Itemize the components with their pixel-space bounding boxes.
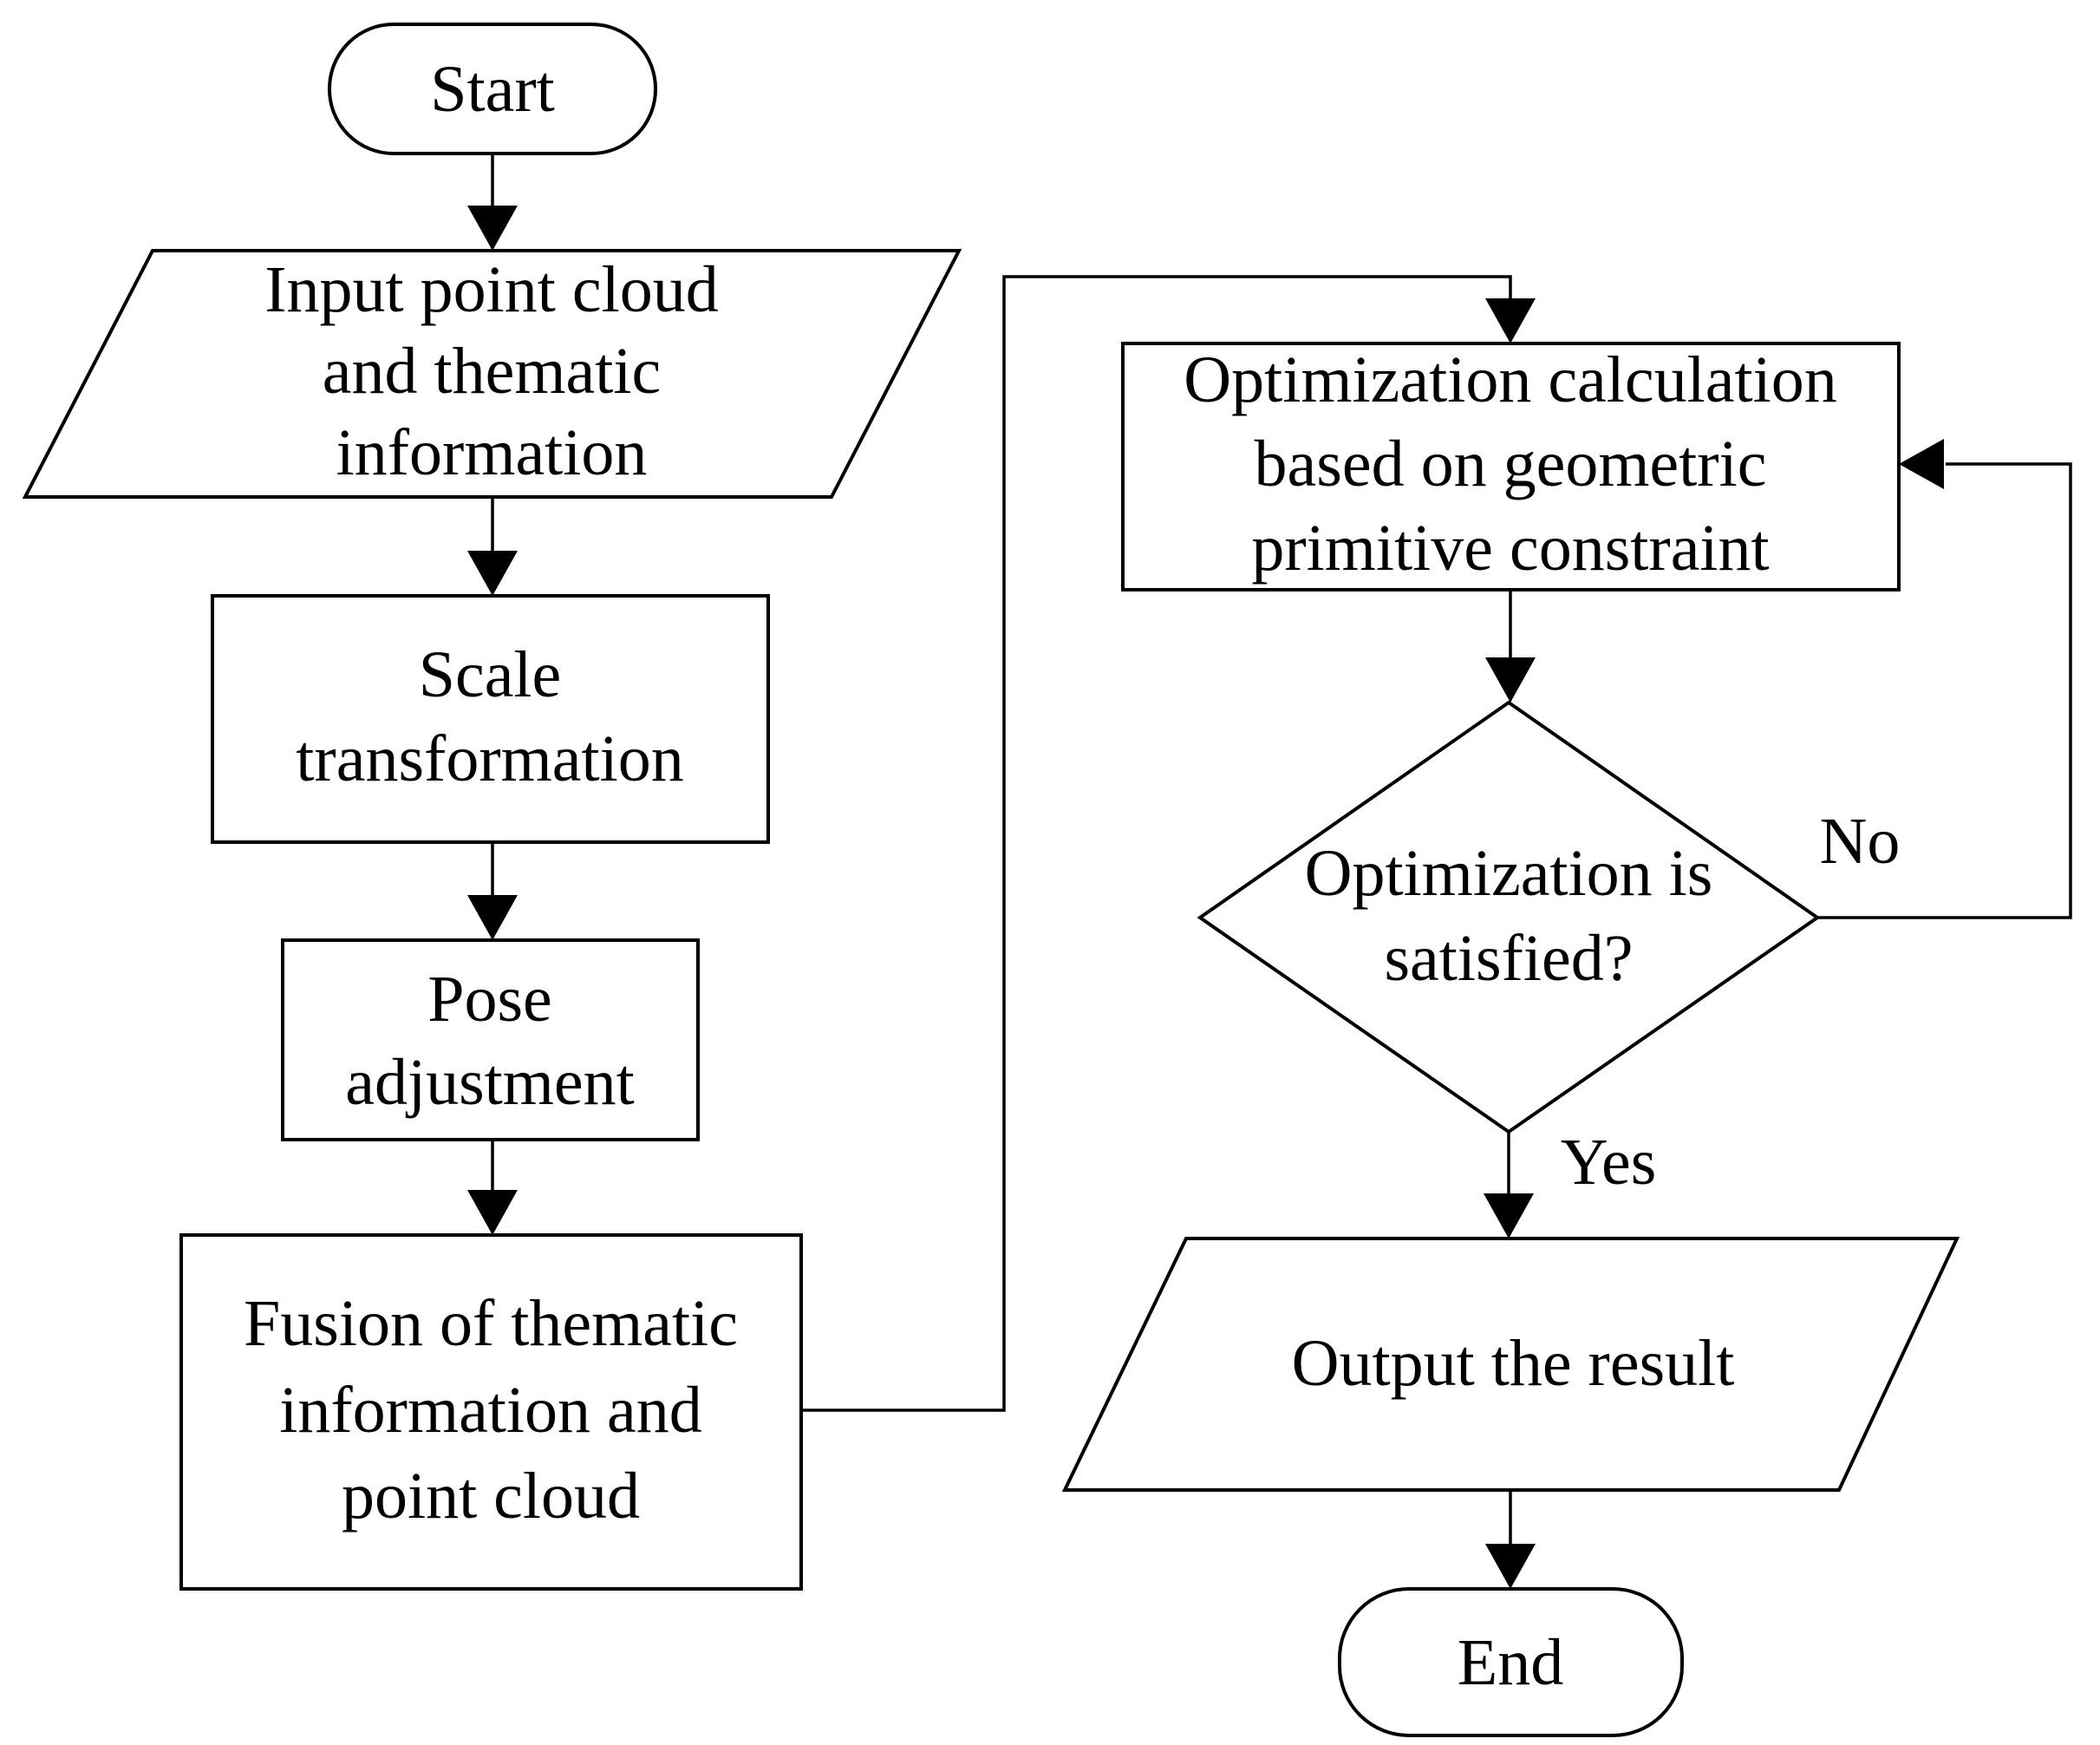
edges: [491, 154, 2072, 1547]
decision-label-line1: Optimization is: [1305, 837, 1713, 910]
decision-node: [1197, 700, 1821, 1134]
optimization-label-line2: based on geometric: [1255, 428, 1767, 500]
arrow-down-icon: [467, 895, 518, 940]
fusion-label-line2: information and: [279, 1374, 702, 1447]
scale-node: [211, 594, 770, 844]
scale-label-line1: Scale: [419, 638, 562, 711]
fusion-node: [179, 1233, 803, 1591]
arrow-down-icon: [467, 551, 518, 596]
start-label: Start: [430, 53, 555, 126]
edge-no-loop: [1817, 462, 2072, 919]
output-label: Output the result: [1292, 1327, 1735, 1400]
end-label: End: [1458, 1626, 1563, 1699]
arrow-down-icon: [467, 1190, 518, 1235]
end-node: [1338, 1587, 1684, 1737]
branch-labels: No Yes: [1561, 805, 1901, 1199]
yes-branch-label: Yes: [1561, 1126, 1657, 1199]
fusion-label-line1: Fusion of thematic: [244, 1287, 738, 1360]
arrowheads: [467, 206, 1944, 1589]
optimization-label-line3: primitive constraint: [1251, 512, 1769, 585]
arrow-down-icon: [1485, 298, 1536, 343]
input-label-line1: Input point cloud: [264, 253, 719, 326]
pose-label-line1: Pose: [427, 963, 552, 1036]
arrow-down-icon: [1485, 657, 1536, 703]
optimization-label-line1: Optimization calculation: [1184, 343, 1836, 416]
start-node: [328, 23, 657, 155]
decision-label-line2: satisfied?: [1384, 922, 1633, 995]
nodes: [22, 23, 1960, 1737]
no-branch-label: No: [1820, 805, 1901, 878]
node-labels: Start Input point cloud and thematic inf…: [244, 53, 1837, 1699]
arrow-down-icon: [467, 206, 518, 251]
input-label-line2: and thematic: [323, 335, 661, 408]
fusion-label-line3: point cloud: [342, 1460, 640, 1533]
pose-node: [281, 938, 700, 1141]
input-label-line3: information: [336, 416, 648, 489]
arrow-down-icon: [1484, 1193, 1534, 1238]
input-node: [22, 249, 962, 499]
edge-fusion-optimization: [801, 275, 1512, 1412]
optimization-node: [1121, 342, 1901, 591]
output-node: [1061, 1237, 1960, 1492]
arrow-down-icon: [1485, 1544, 1536, 1589]
pose-label-line2: adjustment: [345, 1046, 635, 1119]
arrow-left-icon: [1899, 439, 1944, 489]
scale-label-line2: transformation: [296, 722, 683, 795]
